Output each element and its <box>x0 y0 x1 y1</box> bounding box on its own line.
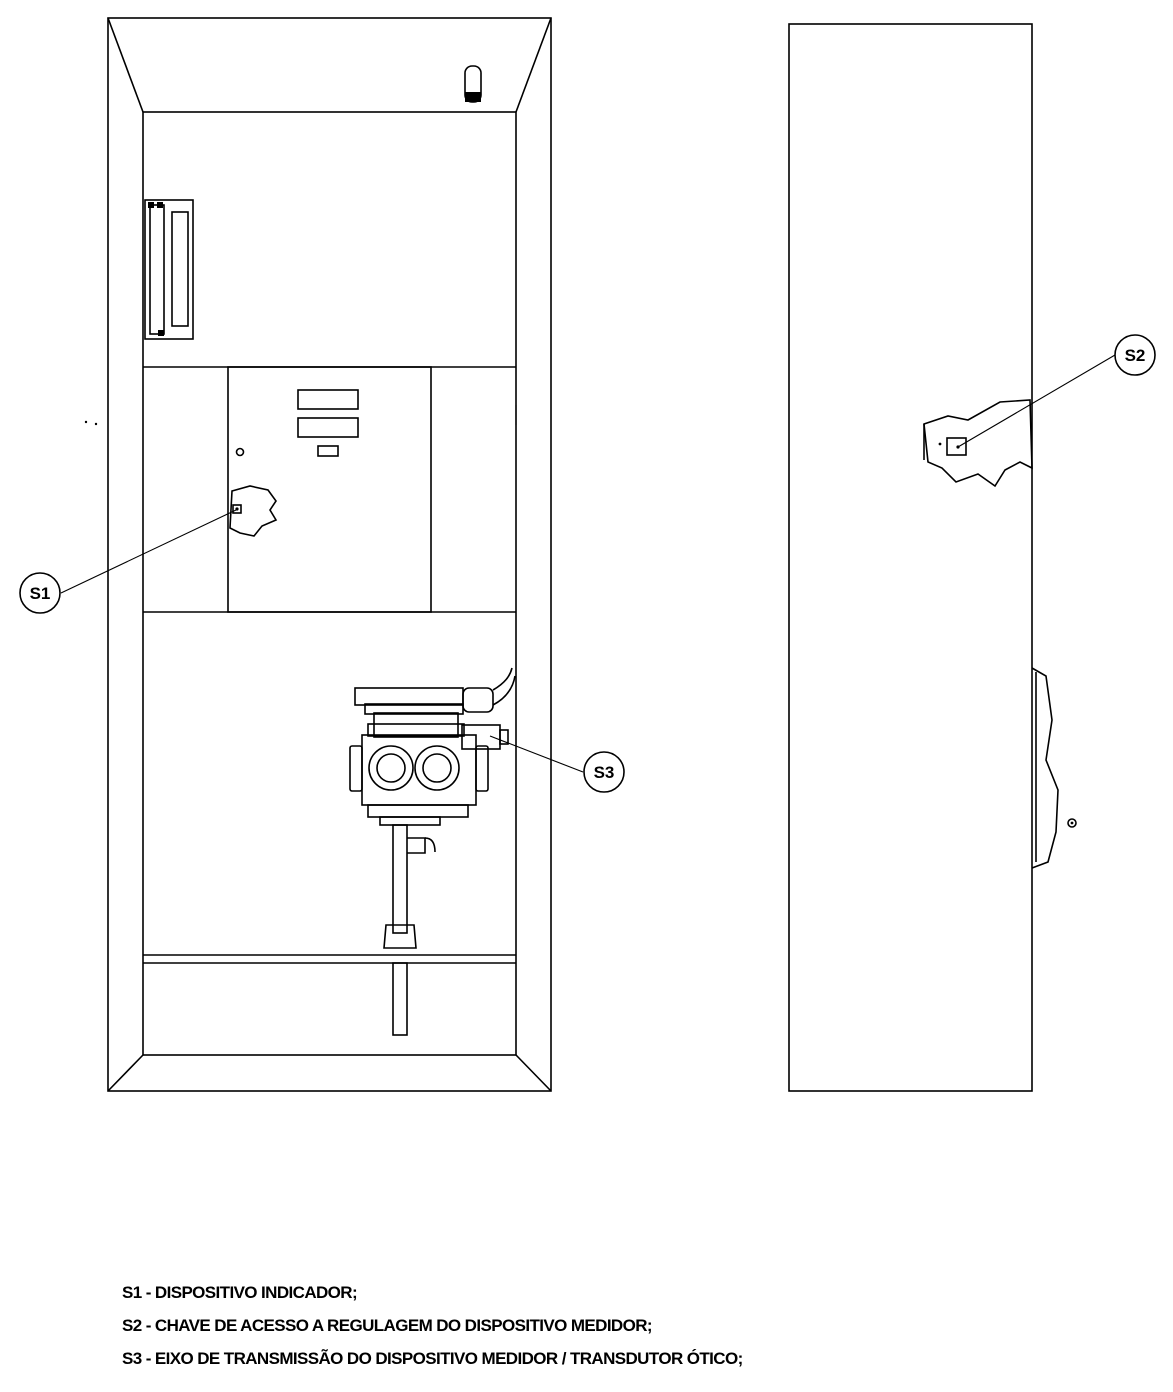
access-key-s2 <box>946 437 967 456</box>
cabinet-outer-frame <box>107 17 552 1092</box>
front-view-cabinet <box>107 17 552 1092</box>
callout-s1-label: S1 <box>30 584 51 603</box>
callout-s1: S1 <box>19 509 237 614</box>
upper-bracket <box>144 199 194 340</box>
legend-item-s1: S1 - DISPOSITIVO INDICADOR; <box>122 1283 358 1302</box>
display-window-small <box>317 445 339 457</box>
meter-assembly <box>349 667 516 1036</box>
side-hinge-cutaway <box>1031 667 1059 869</box>
callout-s2-label: S2 <box>1125 346 1146 365</box>
legend-item-s3: S3 - EIXO DE TRANSMISSÃO DO DISPOSITIVO … <box>122 1349 743 1368</box>
callout-s2: S2 <box>957 334 1156 448</box>
legend: S1 - DISPOSITIVO INDICADOR; S2 - CHAVE D… <box>122 1276 743 1375</box>
display-window-1 <box>297 389 359 410</box>
callout-s3: S3 <box>489 735 625 793</box>
indicator-lamp <box>464 65 482 103</box>
indicator-cutaway <box>229 485 278 537</box>
indicator-device-s1 <box>232 504 242 514</box>
side-view-cabinet <box>788 23 1077 1092</box>
indicator-module <box>227 366 432 613</box>
callout-s3-label: S3 <box>594 763 615 782</box>
cabinet-inner-frame <box>142 111 517 1056</box>
legend-item-s2: S2 - CHAVE DE ACESSO A REGULAGEM DO DISP… <box>122 1316 653 1335</box>
side-panel-outline <box>788 23 1033 1092</box>
indicator-led <box>235 447 245 457</box>
side-cutaway <box>923 399 1033 488</box>
display-window-2 <box>297 417 359 438</box>
